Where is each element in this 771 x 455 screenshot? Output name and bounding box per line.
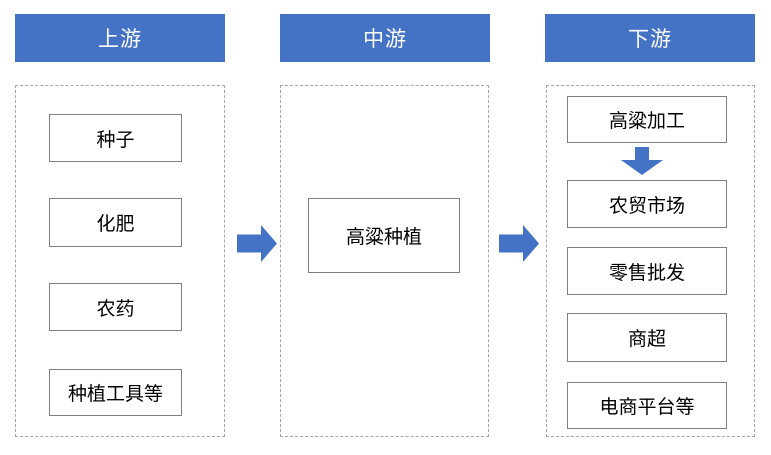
sorghum-planting-box: 高粱种植 bbox=[308, 198, 460, 273]
sorghum-processing-box: 高粱加工 bbox=[567, 96, 727, 143]
upstream-header: 上游 bbox=[15, 14, 225, 62]
ecommerce-platform-box: 电商平台等 bbox=[567, 382, 727, 429]
downstream-header: 下游 bbox=[545, 14, 755, 62]
farmers-market-box: 农贸市场 bbox=[567, 180, 727, 228]
retail-wholesale-box: 零售批发 bbox=[567, 247, 727, 295]
upstream-group bbox=[15, 85, 225, 437]
arrow-processing-to-market-icon bbox=[620, 147, 664, 176]
midstream-header: 中游 bbox=[280, 14, 490, 62]
downstream-group bbox=[546, 85, 755, 437]
seed-box: 种子 bbox=[49, 114, 182, 162]
pesticide-box: 农药 bbox=[49, 283, 182, 331]
midstream-group bbox=[280, 85, 489, 437]
planting-tools-box: 种植工具等 bbox=[49, 369, 182, 416]
arrow-midstream-to-downstream-icon bbox=[499, 224, 540, 263]
arrow-upstream-to-midstream-icon bbox=[237, 224, 278, 263]
supermarket-box: 商超 bbox=[567, 313, 727, 362]
fertilizer-box: 化肥 bbox=[49, 198, 182, 247]
